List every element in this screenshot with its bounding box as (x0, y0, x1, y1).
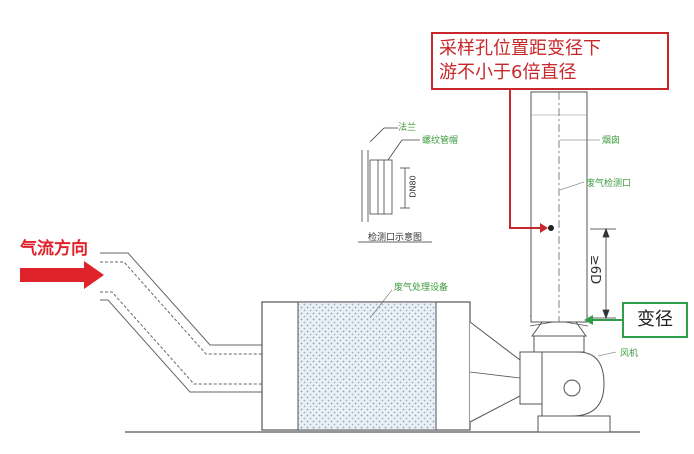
callout-leader (509, 82, 548, 233)
reducer-label-box: 变径 (622, 302, 688, 338)
reducer-arrow (584, 315, 622, 325)
sampling-port-marker (548, 225, 554, 231)
chimney (530, 91, 588, 323)
sampling-port-label: 废气检测口 (586, 179, 632, 189)
port-detail-sketch (358, 127, 432, 243)
detail-flange-label: 法兰 (398, 123, 417, 133)
detail-dim-label: DN80 (408, 175, 418, 198)
sampling-callout-box: 采样孔位置距变径下 游不小于6倍直径 (431, 32, 669, 90)
airflow-arrow (20, 261, 104, 289)
chimney-label: 烟囱 (602, 136, 621, 146)
dimension-line (590, 227, 616, 320)
reducer-label: 变径 (637, 309, 673, 330)
equipment-filter (297, 301, 437, 431)
fan-label: 风机 (620, 349, 639, 359)
outlet-transition (469, 321, 521, 423)
callout-line-1: 采样孔位置距变径下 (439, 38, 601, 59)
label-leaders (369, 139, 617, 357)
airflow-label: 气流方向 (20, 239, 88, 259)
detail-socket-label: 螺纹管帽 (422, 136, 459, 146)
callout-line-2: 游不小于6倍直径 (439, 62, 577, 83)
inlet-duct (100, 252, 262, 393)
outlet-line (469, 371, 521, 379)
detail-caption: 检测口示意图 (368, 233, 423, 243)
fan-unit (519, 351, 611, 433)
equipment-label: 废气处理设备 (394, 283, 449, 293)
dimension-label: ≥6D (587, 254, 603, 285)
